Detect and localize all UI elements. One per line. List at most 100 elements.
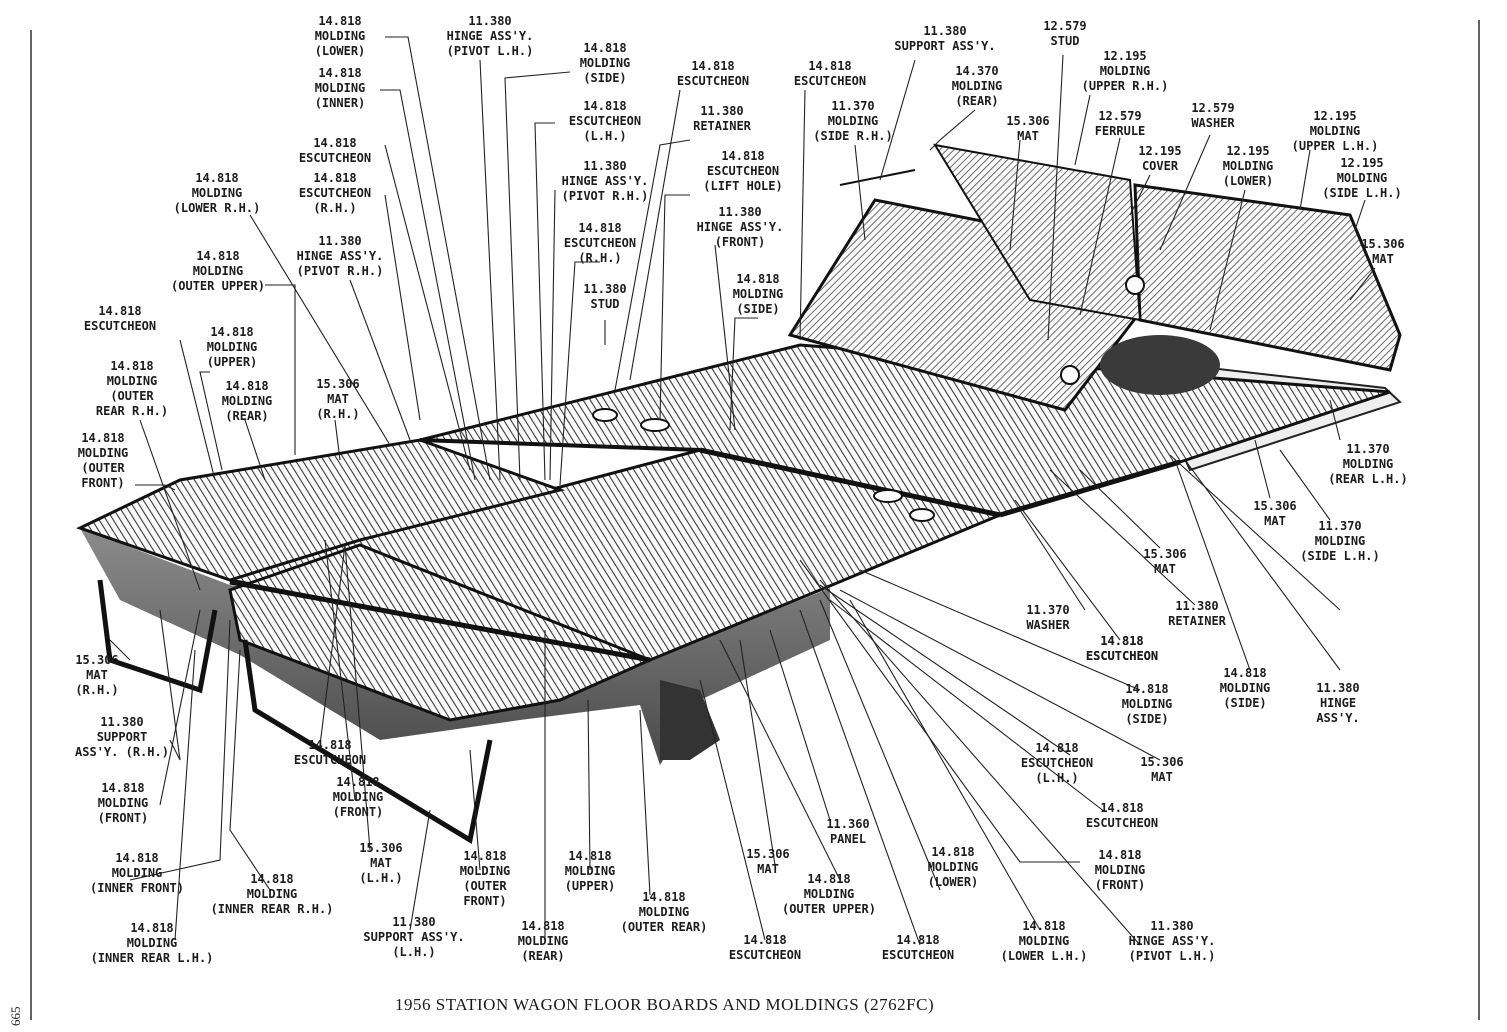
callout-part-name: FERRULE [1095, 124, 1146, 138]
callout-part-number: 11.380 [1316, 681, 1359, 695]
support-assembly-rh [97, 579, 218, 694]
callout-part-name: MOLDING [333, 790, 384, 804]
callout-part-number: 11.380 [923, 24, 966, 38]
callout-part-name: (R.H.) [75, 683, 118, 697]
raised-lid-lh [1133, 183, 1402, 372]
callout-part-name: (REAR) [225, 409, 268, 423]
callout-part-number: 14.818 [1100, 801, 1143, 815]
callout-part-name: (LOWER L.H.) [1001, 949, 1088, 963]
callout-part-name: (LIFT HOLE) [703, 179, 782, 193]
callout-part-number: 14.818 [110, 359, 153, 373]
callout-part-number: 14.370 [955, 64, 998, 78]
callout-part-number: 12.195 [1103, 49, 1146, 63]
callout-part-name: MOLDING [98, 796, 149, 810]
callout-part-name: MOLDING [1100, 64, 1151, 78]
callout-part-name: ESCUTCHEON [1086, 816, 1158, 830]
callout-part-number: 14.818 [313, 136, 356, 150]
spare-well [1100, 335, 1220, 395]
callout-part-name: RETAINER [693, 119, 752, 133]
callout-part-number: 15.306 [1253, 499, 1296, 513]
callout-part-name: (L.H.) [583, 129, 626, 143]
callout-part-name: SUPPORT [97, 730, 148, 744]
callout-part-name: MOLDING [733, 287, 784, 301]
callout-part-name: COVER [1142, 159, 1179, 173]
callout-part-name: MOLDING [580, 56, 631, 70]
callout-part-name: (SIDE L.H.) [1322, 186, 1401, 200]
callout-part-name: MOLDING [639, 905, 690, 919]
callout-part-name: STUD [591, 297, 620, 311]
callout-part-number: 11.380 [1175, 599, 1218, 613]
callout-part-number: 14.818 [336, 775, 379, 789]
floor-assembly-drawing [76, 143, 1402, 844]
callout-part-name: MOLDING [1019, 934, 1070, 948]
callout-part-name: PANEL [830, 832, 866, 846]
callout-part-name: (REAR L.H.) [1328, 472, 1407, 486]
callout-part-name: SUPPORT ASS'Y. [894, 39, 995, 53]
callout-part-name: SUPPORT ASS'Y. [363, 930, 464, 944]
callout-part-name: MAT [86, 668, 108, 682]
front-floor-board-rh [76, 438, 566, 582]
callout-part-name: MOLDING [1315, 534, 1366, 548]
callout-part-name: MAT [370, 856, 392, 870]
callout-part-name: MOLDING [460, 864, 511, 878]
callout-part-number: 14.818 [807, 872, 850, 886]
callout-part-name: ESCUTCHEON [299, 151, 371, 165]
lift-hole-2 [640, 418, 670, 432]
callout-part-number: 12.579 [1098, 109, 1141, 123]
callout-part-name: MOLDING [107, 374, 158, 388]
callout-part-number: 14.818 [1098, 848, 1141, 862]
callout-part-number: 14.818 [308, 738, 351, 752]
callout-part-name: FRONT) [463, 894, 506, 908]
callout-part-name: (FRONT) [715, 235, 766, 249]
callout-part-number: 14.818 [313, 171, 356, 185]
lid-stud-1 [1060, 365, 1080, 385]
callout-part-name: (OUTER [110, 389, 154, 403]
callout-part-number: 14.818 [931, 845, 974, 859]
callout-part-name: ESCUTCHEON [1086, 649, 1158, 663]
callout-part-number: 11.380 [583, 159, 626, 173]
callout-part-name: FRONT) [81, 476, 124, 490]
callout-part-name: HINGE ASS'Y. [297, 249, 384, 263]
callout-part-name: MOLDING [804, 887, 855, 901]
callout-part-name: ESCUTCHEON [1021, 756, 1093, 770]
callout-part-name: MOLDING [207, 340, 258, 354]
callout-part-name: MOLDING [952, 79, 1003, 93]
callout-part-name: (PIVOT R.H.) [562, 189, 649, 203]
callout-part-number: 11.380 [718, 205, 761, 219]
callout-part-number: 14.818 [1100, 634, 1143, 648]
callout-part-name: MOLDING [518, 934, 569, 948]
callout-part-name: ESCUTCHEON [84, 319, 156, 333]
callout-part-name: ASS'Y. (R.H.) [75, 745, 169, 759]
callout-part-name: (L.H.) [1035, 771, 1078, 785]
callout-part-name: MAT [1372, 252, 1394, 266]
callout-part-name: MOLDING [1223, 159, 1274, 173]
callout-part-name: (PIVOT R.H.) [297, 264, 384, 278]
callout-part-name: MOLDING [247, 887, 298, 901]
callout-part-name: (R.H.) [578, 251, 621, 265]
callout-part-name: (SIDE R.H.) [813, 129, 892, 143]
callout-part-number: 14.818 [225, 379, 268, 393]
callout-part-number: 12.579 [1191, 101, 1234, 115]
callout-part-name: MOLDING [78, 446, 129, 460]
callout-part-name: HINGE ASS'Y. [697, 220, 784, 234]
callout-part-name: MAT [1151, 770, 1173, 784]
callout-part-name: (INNER REAR R.H.) [211, 902, 334, 916]
callout-part-number: 12.195 [1340, 156, 1383, 170]
